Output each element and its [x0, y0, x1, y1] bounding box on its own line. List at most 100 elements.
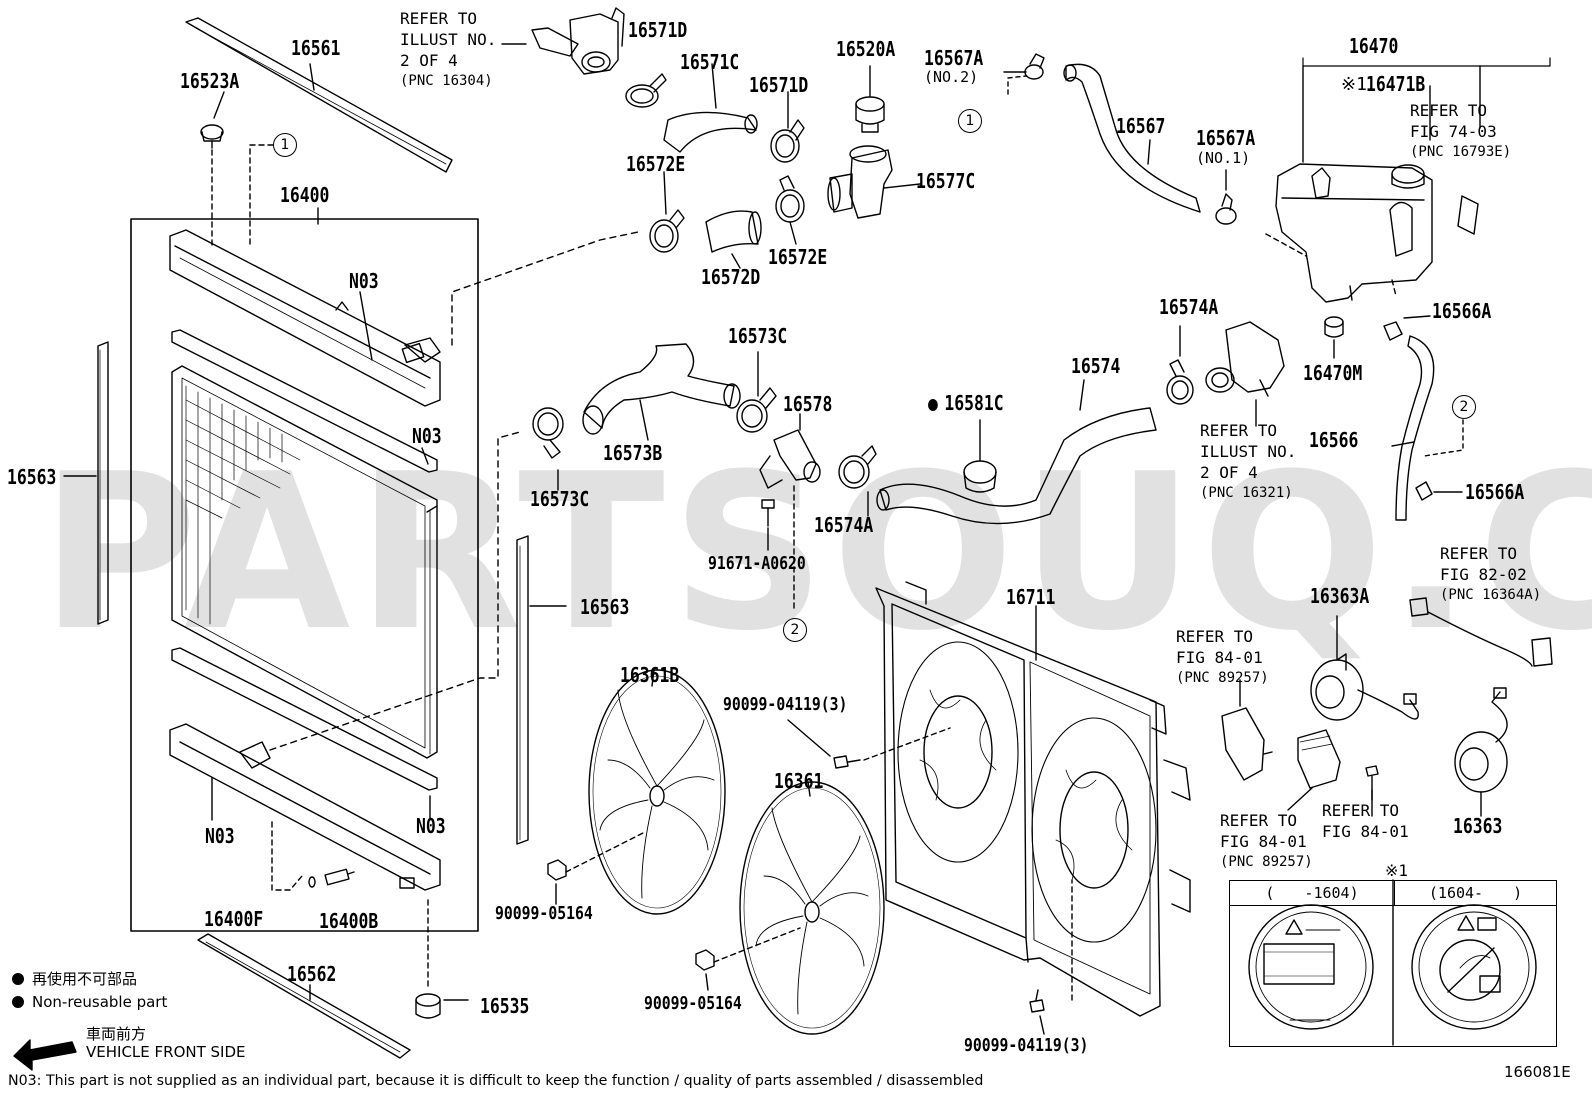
part-16361[interactable]: 16361: [774, 769, 824, 793]
part-91671-A0620[interactable]: 91671-A0620: [708, 553, 806, 574]
part-16581C[interactable]: 16581C: [928, 392, 1004, 414]
refer-line: REFER TO: [1220, 811, 1298, 830]
part-16711[interactable]: 16711: [1006, 585, 1056, 609]
callout-1: 1: [958, 109, 982, 133]
part-16361B[interactable]: 16361B: [620, 663, 680, 687]
callout-1: 1: [273, 133, 297, 157]
legend-non-reusable-en: Non-reusable part: [12, 993, 167, 1011]
part-16574A[interactable]: 16574A: [814, 513, 874, 537]
clamp-16572E-a: [649, 209, 685, 253]
part-16400[interactable]: 16400: [280, 183, 330, 207]
variant-mark: ※1: [1341, 74, 1367, 95]
part-16573B[interactable]: 16573B: [603, 441, 663, 465]
clamp-16573C-a: [736, 387, 777, 433]
clamp-16566A-b: [1415, 481, 1433, 501]
elbow-16577C: [827, 145, 893, 219]
harness-16364A: [1409, 597, 1553, 667]
part-16573C[interactable]: 16573C: [728, 324, 788, 348]
refer-line: FIG 74-03: [1410, 122, 1497, 141]
part-16363A[interactable]: 16363A: [1310, 584, 1370, 608]
part-16572E[interactable]: 16572E: [768, 245, 828, 269]
part-16581C-number: 16581C: [944, 391, 1004, 415]
rubber-strip-lower: [171, 647, 438, 791]
part-16566A[interactable]: 16566A: [1465, 480, 1525, 504]
part-16563[interactable]: 16563: [580, 595, 630, 619]
water-outlet-housing: [1205, 321, 1285, 397]
caution-label: [1457, 195, 1479, 235]
part-16520A[interactable]: 16520A: [836, 37, 896, 61]
part-16571C[interactable]: 16571C: [680, 50, 740, 74]
part-16400B[interactable]: 16400B: [319, 909, 379, 933]
legend-text: Non-reusable part: [32, 993, 168, 1011]
refer-line: FIG 84-01: [1176, 648, 1263, 667]
part-90099-04119[interactable]: 90099-04119(3): [723, 694, 848, 715]
non-reusable-dot: [928, 399, 938, 411]
refer-line: REFER TO: [1410, 101, 1488, 120]
part-16578[interactable]: 16578: [783, 392, 833, 416]
variant-col-after-1604: (1604- ): [1395, 881, 1556, 906]
radiator-core: [171, 365, 438, 759]
part-16567A[interactable]: 16567A: [1196, 126, 1256, 150]
clamp-16581C: [963, 460, 997, 493]
clamp-16574A-b: [1166, 359, 1194, 405]
part-16571D[interactable]: 16571D: [628, 18, 688, 42]
part-16523A[interactable]: 16523A: [180, 69, 240, 93]
lower-tank: [169, 723, 441, 891]
part-90099-04119[interactable]: 90099-04119(3): [964, 1035, 1089, 1056]
hose-16572D: [705, 210, 762, 253]
part-16572E[interactable]: 16572E: [626, 152, 686, 176]
refer-line: REFER TO: [1200, 421, 1278, 440]
refer-pnc: (PNC 16364A): [1440, 587, 1542, 603]
part-16567[interactable]: 16567: [1116, 114, 1166, 138]
part-16566A[interactable]: 16566A: [1432, 299, 1492, 323]
refer-pnc: (PNC 89257): [1176, 670, 1269, 686]
part-16563[interactable]: 16563: [7, 465, 57, 489]
fan-16361: [739, 781, 885, 1035]
legend-non-reusable-jp: 再使用不可部品: [12, 968, 137, 989]
cushion-16470M: [1324, 316, 1344, 338]
variant-box: ( -1604) (1604- ): [1229, 880, 1557, 1047]
part-16566[interactable]: 16566: [1309, 428, 1359, 452]
part-16400F[interactable]: 16400F: [204, 907, 264, 931]
refer-line: REFER TO: [1440, 544, 1518, 563]
footnote-n03: N03: This part is not supplied as an ind…: [8, 1073, 984, 1089]
part-16577C[interactable]: 16577C: [916, 169, 976, 193]
note-n03: N03: [349, 269, 379, 293]
refer-line: REFER TO: [1176, 627, 1254, 646]
refer-note-fig-84-01[interactable]: REFER TO FIG 84-01 (PNC 89257): [1176, 626, 1269, 689]
part-16363[interactable]: 16363: [1453, 814, 1503, 838]
part-16574A[interactable]: 16574A: [1159, 295, 1219, 319]
part-90099-05164[interactable]: 90099-05164: [495, 903, 593, 924]
part-16561[interactable]: 16561: [291, 36, 341, 60]
nut-90099-05164-b: [695, 949, 715, 971]
part-90099-05164[interactable]: 90099-05164: [644, 993, 742, 1014]
part-16573C[interactable]: 16573C: [530, 487, 590, 511]
part-16567A[interactable]: 16567A: [924, 46, 984, 70]
hose-16566: [1395, 335, 1435, 521]
hose-16574: [879, 407, 1157, 525]
refer-line: 2 OF 4: [1200, 463, 1258, 482]
water-inlet-housing: [531, 7, 625, 75]
part-16562[interactable]: 16562: [287, 962, 337, 986]
hose-16571C: [663, 111, 758, 153]
part-16572D[interactable]: 16572D: [701, 265, 761, 289]
cap-16520A: [855, 96, 885, 133]
refer-pnc: (PNC 89257): [1220, 854, 1313, 870]
part-16471B[interactable]: 16471B: [1366, 72, 1426, 96]
part-16535[interactable]: 16535: [480, 994, 530, 1018]
part-16470[interactable]: 16470: [1349, 34, 1399, 58]
fan-16361B: [588, 669, 726, 915]
part-16574[interactable]: 16574: [1071, 354, 1121, 378]
fan-motor-16363A: [1310, 653, 1419, 721]
radiator-assembly-frame: [130, 218, 479, 932]
reservoir-cap-16471B: [1391, 164, 1425, 189]
part-16470M[interactable]: 16470M: [1303, 361, 1363, 385]
part-16571D[interactable]: 16571D: [749, 73, 809, 97]
clamp-16573C-b: [532, 407, 564, 459]
